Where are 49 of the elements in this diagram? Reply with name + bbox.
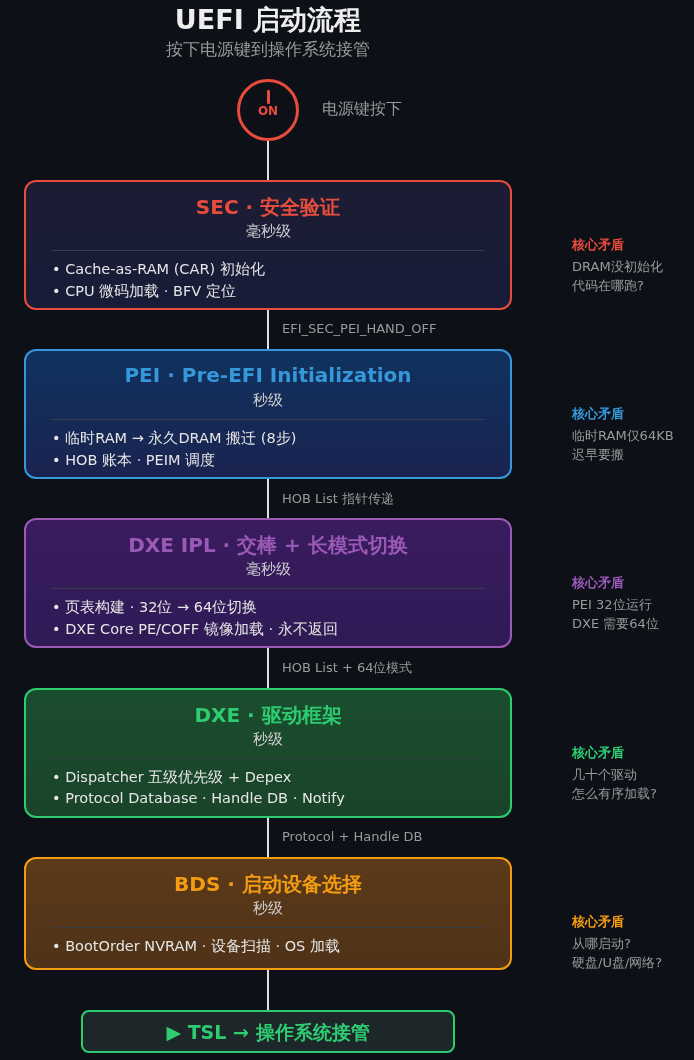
end-box [81,1010,455,1053]
edge-label: HOB List + 64位模式 [280,659,415,677]
note-text: 几十个驱动 [572,766,637,784]
note-text: DRAM没初始化 [572,258,663,276]
power-label: ON [256,104,280,118]
note-text: 怎么有序加载? [572,785,657,803]
bullet-item: • 页表构建 · 32位 → 64位切换 [52,598,258,617]
bullet-item: • Cache-as-RAM (CAR) 初始化 [52,260,265,279]
subtitle: 按下电源键到操作系统接管 [165,38,371,61]
edge-label: HOB List 指针传递 [280,489,396,508]
duration-label: 毫秒级 [244,560,292,579]
title: UEFI 启动流程 [173,3,363,37]
duration-label: 秒级 [252,899,284,918]
node-label: 电源键按下 [322,99,402,120]
edge-label: Protocol + Handle DB [280,828,425,844]
note-heading: 核心矛盾 [572,574,624,592]
note-text: 从哪启动? [572,935,631,953]
connector-line [267,969,269,1011]
bullet-item: • Protocol Database · Handle DB · Notify [52,790,345,806]
connector-line [267,478,269,519]
connector-line [267,647,269,689]
connector-line [267,817,269,858]
duration-label: 毫秒级 [244,222,292,241]
note-heading: 核心矛盾 [572,744,624,762]
bullet-item: • HOB 账本 · PEIM 调度 [52,451,216,470]
note-text: PEI 32位运行 [572,596,652,614]
stage-title: SEC · 安全验证 [194,194,342,221]
bullet-item: • DXE Core PE/COFF 镜像加载 · 永不返回 [52,620,338,639]
end-label: ▶ TSL → 操作系统接管 [165,1020,371,1045]
note-heading: 核心矛盾 [572,236,624,254]
connector-line [267,309,269,350]
stage-title: PEI · Pre-EFI Initialization [123,363,413,387]
note-text: 临时RAM仅64KB [572,427,674,445]
note-text: 迟早要搬 [572,446,624,464]
note-heading: 核心矛盾 [572,405,624,423]
note-text: 代码在哪跑? [572,277,644,295]
note-text: DXE 需要64位 [572,615,659,633]
connector-line [267,140,269,181]
bullet-item: • BootOrder NVRAM · 设备扫描 · OS 加载 [52,937,340,956]
stage-title: BDS · 启动设备选择 [173,871,363,898]
duration-label: 秒级 [252,391,284,410]
bullet-item: • CPU 微码加载 · BFV 定位 [52,282,236,301]
stage-title: DXE · 驱动框架 [193,702,343,729]
bullet-item: • Dispatcher 五级优先级 + Depex [52,768,292,787]
note-text: 硬盘/U盘/网络? [572,954,663,972]
stage-title: DXE IPL · 交棒 + 长模式切换 [127,532,409,559]
note-heading: 核心矛盾 [572,913,624,931]
duration-label: 秒级 [252,730,284,749]
bullet-item: • 临时RAM → 永久DRAM 搬迁 (8步) [52,429,297,448]
